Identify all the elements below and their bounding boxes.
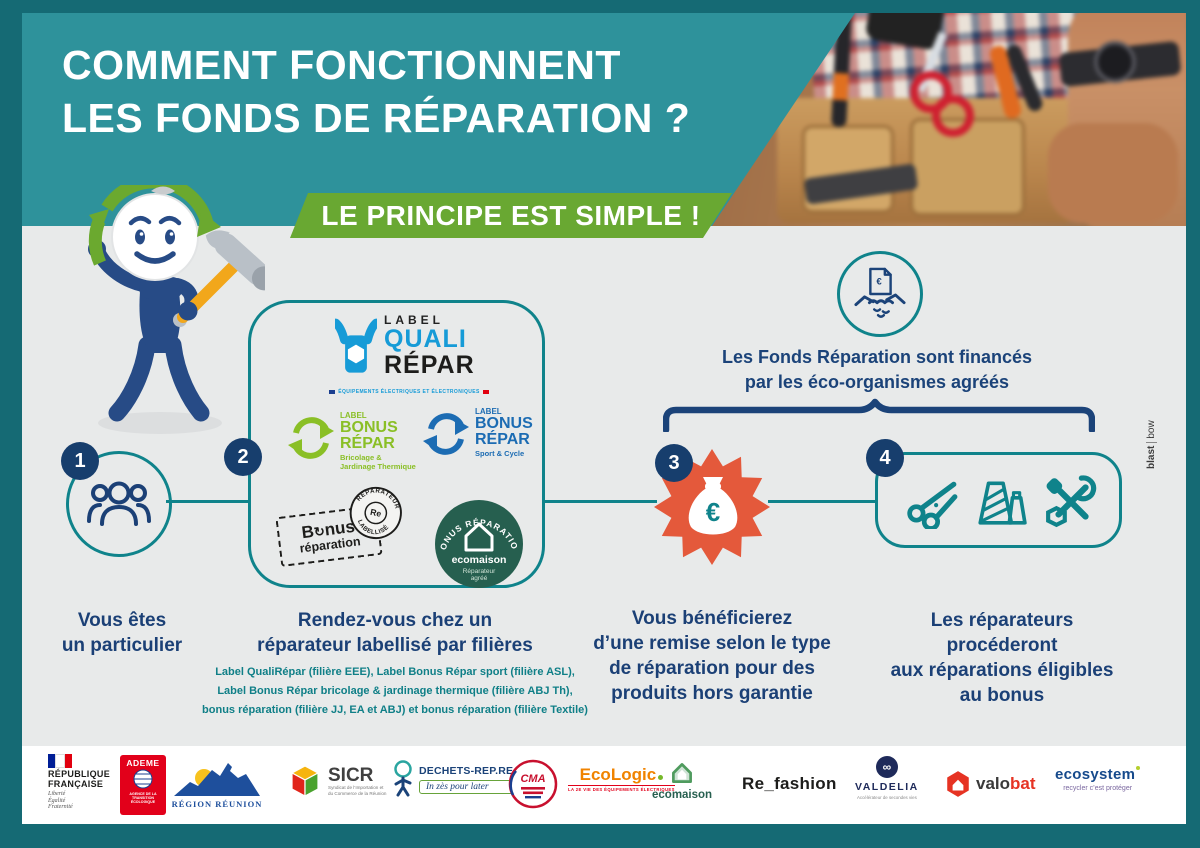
qualirepar-icon <box>335 318 377 373</box>
handshake-document-icon: € <box>854 267 906 318</box>
logo-valobat: valobat <box>945 770 1036 798</box>
recycle-arrows-icon <box>88 185 221 266</box>
financing-circle: € <box>837 251 923 337</box>
step3-badge: 3 <box>655 444 693 482</box>
svg-text:Réparateur: Réparateur <box>463 568 496 575</box>
logo-republique-francaise: RÉPUBLIQUE FRANÇAISE Liberté Égalité Fra… <box>48 754 118 811</box>
step4-number: 4 <box>879 446 891 469</box>
photo-belt-pocket <box>910 118 1025 216</box>
step1-number: 1 <box>74 449 86 472</box>
globe-icon <box>133 769 153 789</box>
step2-caption: Rendez-vous chez un réparateur labellisé… <box>257 610 533 656</box>
scissors-icon <box>907 481 958 529</box>
french-flag-icon <box>48 754 72 768</box>
step2-number: 2 <box>237 445 249 468</box>
mascot-illustration <box>88 185 265 434</box>
partner-logos-bar: RÉPUBLIQUE FRANÇAISE Liberté Égalité Fra… <box>22 746 1186 824</box>
step3-caption: Vous bénéficierez d’une remise selon le … <box>593 608 831 704</box>
dechets-mascot-icon <box>394 760 412 797</box>
ecomaison-badge: BONUS RÉPARATION ecomaison Réparateur ag… <box>433 498 523 588</box>
qualirepar-subtitle: ÉQUIPEMENTS ÉLECTRIQUES ET ÉLECTRONIQUES <box>329 389 489 395</box>
bonus-repar-blue-logo: LABEL BONUS RÉPAR Sport & Cycle <box>423 407 533 461</box>
principle-banner: LE PRINCIPE EST SIMPLE ! <box>290 193 732 238</box>
svg-text:RÉGION RÉUNION: RÉGION RÉUNION <box>172 799 262 809</box>
step4-badge: 4 <box>866 439 904 477</box>
logo-ecosystem: ecosystem recycler c’est protéger <box>1055 766 1141 792</box>
logo-sicr: SICR Syndicat de l’Importation et du Com… <box>288 764 386 798</box>
title-line1: COMMENT FONCTIONNENT <box>62 42 621 88</box>
photo-scissor-handle <box>910 71 952 113</box>
mascot-shadow <box>98 412 222 434</box>
hammer-icon <box>173 230 265 327</box>
photo-watch-face <box>1094 41 1136 83</box>
logo-ecologic: EcoLogic LA 2E VIE DES ÉQUIPEMENTS ÉLECT… <box>568 765 675 792</box>
connector-step3-step4 <box>768 500 876 503</box>
logo-ademe: ADEME AGENCE DE LA TRANSITION ÉCOLOGIQUE <box>120 755 166 815</box>
qualirepar-quali: QUALI <box>384 325 467 353</box>
banner-text: LE PRINCIPE EST SIMPLE ! <box>321 199 701 231</box>
logo-valdelia: ∞ VALDELIA Accélérateur de secondes vies <box>855 756 919 800</box>
svg-text:agréé: agréé <box>471 575 488 582</box>
dechets-tagline: In zès pour later <box>419 779 514 794</box>
step1-caption: Vous êtes un particulier <box>61 610 183 656</box>
svg-text:CMA: CMA <box>520 773 545 785</box>
people-group-icon <box>87 481 151 526</box>
qualirepar-label: LABEL <box>384 313 444 327</box>
connector-step2-step3 <box>543 500 657 503</box>
money-bag-icon: € <box>688 477 738 535</box>
logo-cma: CMA <box>507 758 559 810</box>
logo-dechets-rep-re: DECHETS-REP.RE In zès pour later <box>392 760 514 798</box>
tools-icon <box>1046 475 1097 528</box>
photo-scissor-handle <box>932 95 974 137</box>
mascot-face <box>128 216 182 264</box>
bonus-repar-green-logo: LABEL BONUS RÉPAR Bricolage & Jardinage … <box>288 411 416 471</box>
svg-text:€: € <box>876 276 882 287</box>
infinity-icon: ∞ <box>875 756 898 778</box>
svg-text:€: € <box>706 497 720 527</box>
step1-badge: 1 <box>61 442 99 480</box>
svg-text:ecomaison: ecomaison <box>452 554 507 566</box>
step2-box: LABEL QUALI RÉPAR ÉQUIPEMENTS ÉLECTRIQUE… <box>248 300 545 588</box>
house-icon <box>672 763 692 783</box>
recycle-arrows-green-icon <box>288 417 334 459</box>
page-title: COMMENT FONCTIONNENT LES FONDS DE RÉPARA… <box>62 39 690 145</box>
cube-icon <box>290 765 320 798</box>
poster-body: COMMENT FONCTIONNENT LES FONDS DE RÉPARA… <box>22 13 1186 824</box>
hexagon-house-icon <box>947 771 969 797</box>
logo-region-reunion: RÉGION RÉUNION <box>172 758 262 810</box>
reparateur-labellise-seal: RÉPARATEUR LABELLISÉ Re <box>349 483 404 539</box>
step3-number: 3 <box>668 451 680 474</box>
financing-text: Les Fonds Réparation sont financés par l… <box>721 347 1033 392</box>
step1-circle <box>66 451 172 557</box>
mountain-sun-icon: RÉGION RÉUNION <box>172 763 262 809</box>
step2-note: Label QualiRépar (filière EEE), Label Bo… <box>202 666 588 716</box>
step4-caption: Les réparateurs procéderont aux réparati… <box>890 610 1114 706</box>
step2-badge: 2 <box>224 438 262 476</box>
cma-seal-icon: CMA <box>508 759 558 809</box>
flag-square-red <box>482 390 489 394</box>
studio-credit: blastbow <box>1146 420 1157 469</box>
house-icon <box>464 522 494 552</box>
svg-text:Re: Re <box>369 507 382 519</box>
photo-hand <box>1048 123 1178 223</box>
title-line2: LES FONDS DE RÉPARATION ? <box>62 95 691 141</box>
flag-square-blue <box>329 390 336 394</box>
logo-ecomaison: ecomaison <box>652 759 712 801</box>
green-dot-icon <box>1136 766 1141 770</box>
mascot-head <box>111 193 199 281</box>
green-dot-icon <box>658 775 664 780</box>
thread-cones-icon <box>978 481 1027 525</box>
brace-bracket <box>663 398 1095 432</box>
logo-refashion: Re_fashion <box>742 774 837 793</box>
qualirepar-logo: LABEL QUALI RÉPAR <box>335 313 475 381</box>
connector-step1-step2 <box>166 500 250 503</box>
step4-box <box>875 452 1122 548</box>
recycle-arrows-blue-icon <box>423 413 469 455</box>
qualirepar-repar: RÉPAR <box>384 351 475 379</box>
